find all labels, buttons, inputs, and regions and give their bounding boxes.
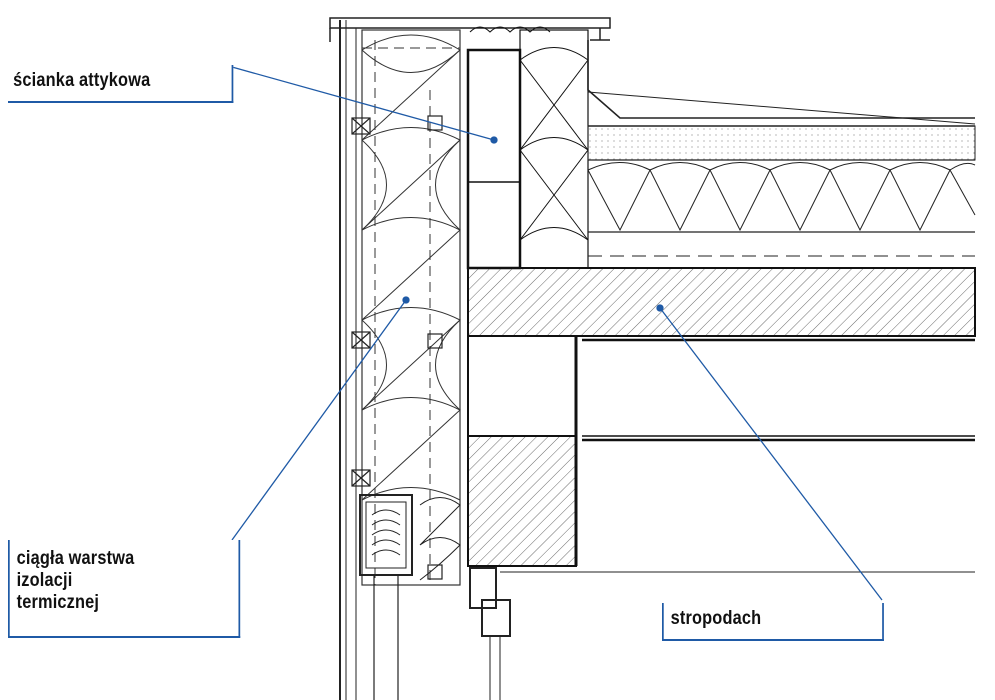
parapet-wall — [466, 26, 589, 270]
window-frame — [359, 494, 975, 700]
label-roof-slab: stropodach — [662, 603, 884, 641]
roof-slab — [467, 267, 976, 567]
roof-build-up — [587, 40, 976, 257]
label-insulation-line-1: ciągła warstwa — [16, 548, 135, 569]
anchor-marks — [351, 115, 443, 580]
label-attic-wall-text: ścianka attykowa — [13, 70, 151, 91]
facade-cladding — [329, 17, 611, 700]
wall-insulation — [361, 29, 461, 586]
leader-lines — [231, 66, 883, 601]
label-attic-wall: ścianka attykowa — [8, 65, 234, 103]
label-continuous-insulation: ciągła warstwa izolacji termicznej — [8, 540, 241, 638]
label-insulation-line-3: termicznej — [16, 592, 100, 613]
label-insulation-line-2: izolacji — [16, 570, 73, 591]
label-roof-slab-text: stropodach — [670, 608, 762, 629]
